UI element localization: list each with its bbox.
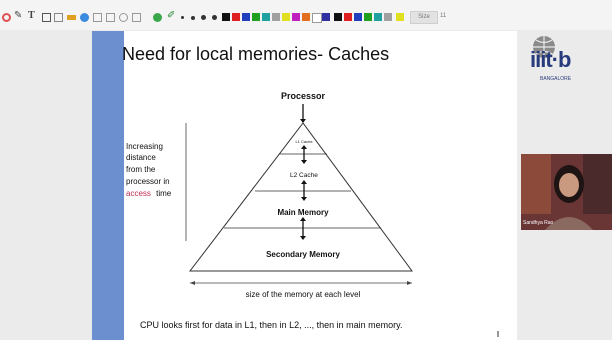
- l1-l2-head-up: [301, 145, 307, 149]
- color-swatch-10[interactable]: [312, 13, 322, 23]
- color-swatch-14[interactable]: [354, 13, 362, 21]
- color-swatch-4[interactable]: [252, 13, 260, 21]
- eraser-icon[interactable]: [2, 13, 11, 22]
- color-swatch-16[interactable]: [374, 13, 382, 21]
- pen-icon[interactable]: ✎: [14, 10, 23, 21]
- pyramid-outline: [188, 122, 413, 272]
- annotation-toolbar: ✎ T ✐ Size 11: [0, 0, 612, 30]
- color-swatch-2[interactable]: [232, 13, 240, 21]
- color-swatch-5[interactable]: [262, 13, 270, 21]
- participant-name: Sandhya Rao: [523, 220, 554, 226]
- slide-footer-text: CPU looks first for data in L1, then in …: [140, 320, 402, 330]
- color-swatch-18[interactable]: [396, 13, 404, 21]
- color-swatch-17[interactable]: [384, 13, 392, 21]
- logo-text: iiit·b: [530, 47, 571, 72]
- l1-cache-label: L1 Cache: [295, 139, 313, 144]
- participant-avatar: [521, 154, 612, 230]
- circle-icon[interactable]: [119, 13, 128, 22]
- color-swatch-7[interactable]: [282, 13, 290, 21]
- memory-hierarchy-diagram: Processor L1 Cache L2 Cache Main Memory …: [126, 91, 413, 330]
- color-swatch-11[interactable]: [322, 13, 330, 21]
- stroke-dot-1[interactable]: [181, 16, 184, 19]
- shapes-icon[interactable]: [80, 13, 89, 22]
- arrow-icon[interactable]: [132, 13, 141, 22]
- color-swatch-6[interactable]: [272, 13, 280, 21]
- color-swatch-1[interactable]: [222, 13, 230, 21]
- size-axis-right-head: [407, 281, 412, 285]
- rectangle-icon[interactable]: [93, 13, 102, 22]
- color-swatch-3[interactable]: [242, 13, 250, 21]
- color-swatch-8[interactable]: [292, 13, 300, 21]
- globe-icon: [533, 36, 555, 58]
- l1-l2-head-down: [301, 160, 307, 164]
- stroke-dot-4[interactable]: [212, 15, 217, 20]
- pen-size-value: 11: [440, 13, 447, 19]
- l2-main-head-down: [301, 197, 307, 201]
- line-icon[interactable]: [106, 13, 115, 22]
- stamp-icon[interactable]: [42, 13, 51, 22]
- color-swatch-13[interactable]: [344, 13, 352, 21]
- main-secondary-head-up: [300, 217, 306, 221]
- distance-text: Increasing distance from the processor i…: [126, 142, 172, 198]
- text-tool-icon[interactable]: T: [28, 10, 35, 21]
- highlighter-icon[interactable]: [67, 15, 76, 20]
- size-caption: size of the memory at each level: [246, 290, 361, 299]
- slide-title: Need for local memories- Caches: [122, 44, 390, 64]
- secondary-memory-label: Secondary Memory: [266, 250, 340, 259]
- slide: Need for local memories- Caches Processo…: [92, 31, 517, 340]
- size-axis-left-head: [190, 281, 195, 285]
- color-swatch-15[interactable]: [364, 13, 372, 21]
- l2-main-head-up: [301, 180, 307, 184]
- slide-accent-bar: [92, 31, 124, 340]
- participant-video-tile[interactable]: Sandhya Rao: [521, 154, 612, 230]
- processor-label: Processor: [281, 91, 326, 101]
- l2-cache-label: L2 Cache: [290, 172, 318, 179]
- logo-subtitle: BANGALORE: [540, 76, 572, 82]
- processor-link-head: [300, 119, 306, 123]
- color-swatch-12[interactable]: [334, 13, 342, 21]
- text-cursor: [497, 331, 499, 337]
- pen-size-field[interactable]: Size: [410, 11, 438, 24]
- color-picker-icon[interactable]: [153, 13, 162, 22]
- main-memory-label: Main Memory: [277, 208, 329, 217]
- select-icon[interactable]: [54, 13, 63, 22]
- color-swatch-9[interactable]: [302, 13, 310, 21]
- stroke-dot-2[interactable]: [191, 16, 195, 20]
- main-secondary-head-down: [300, 236, 306, 240]
- brush-icon[interactable]: ✐: [167, 10, 176, 21]
- stroke-dot-3[interactable]: [201, 15, 206, 20]
